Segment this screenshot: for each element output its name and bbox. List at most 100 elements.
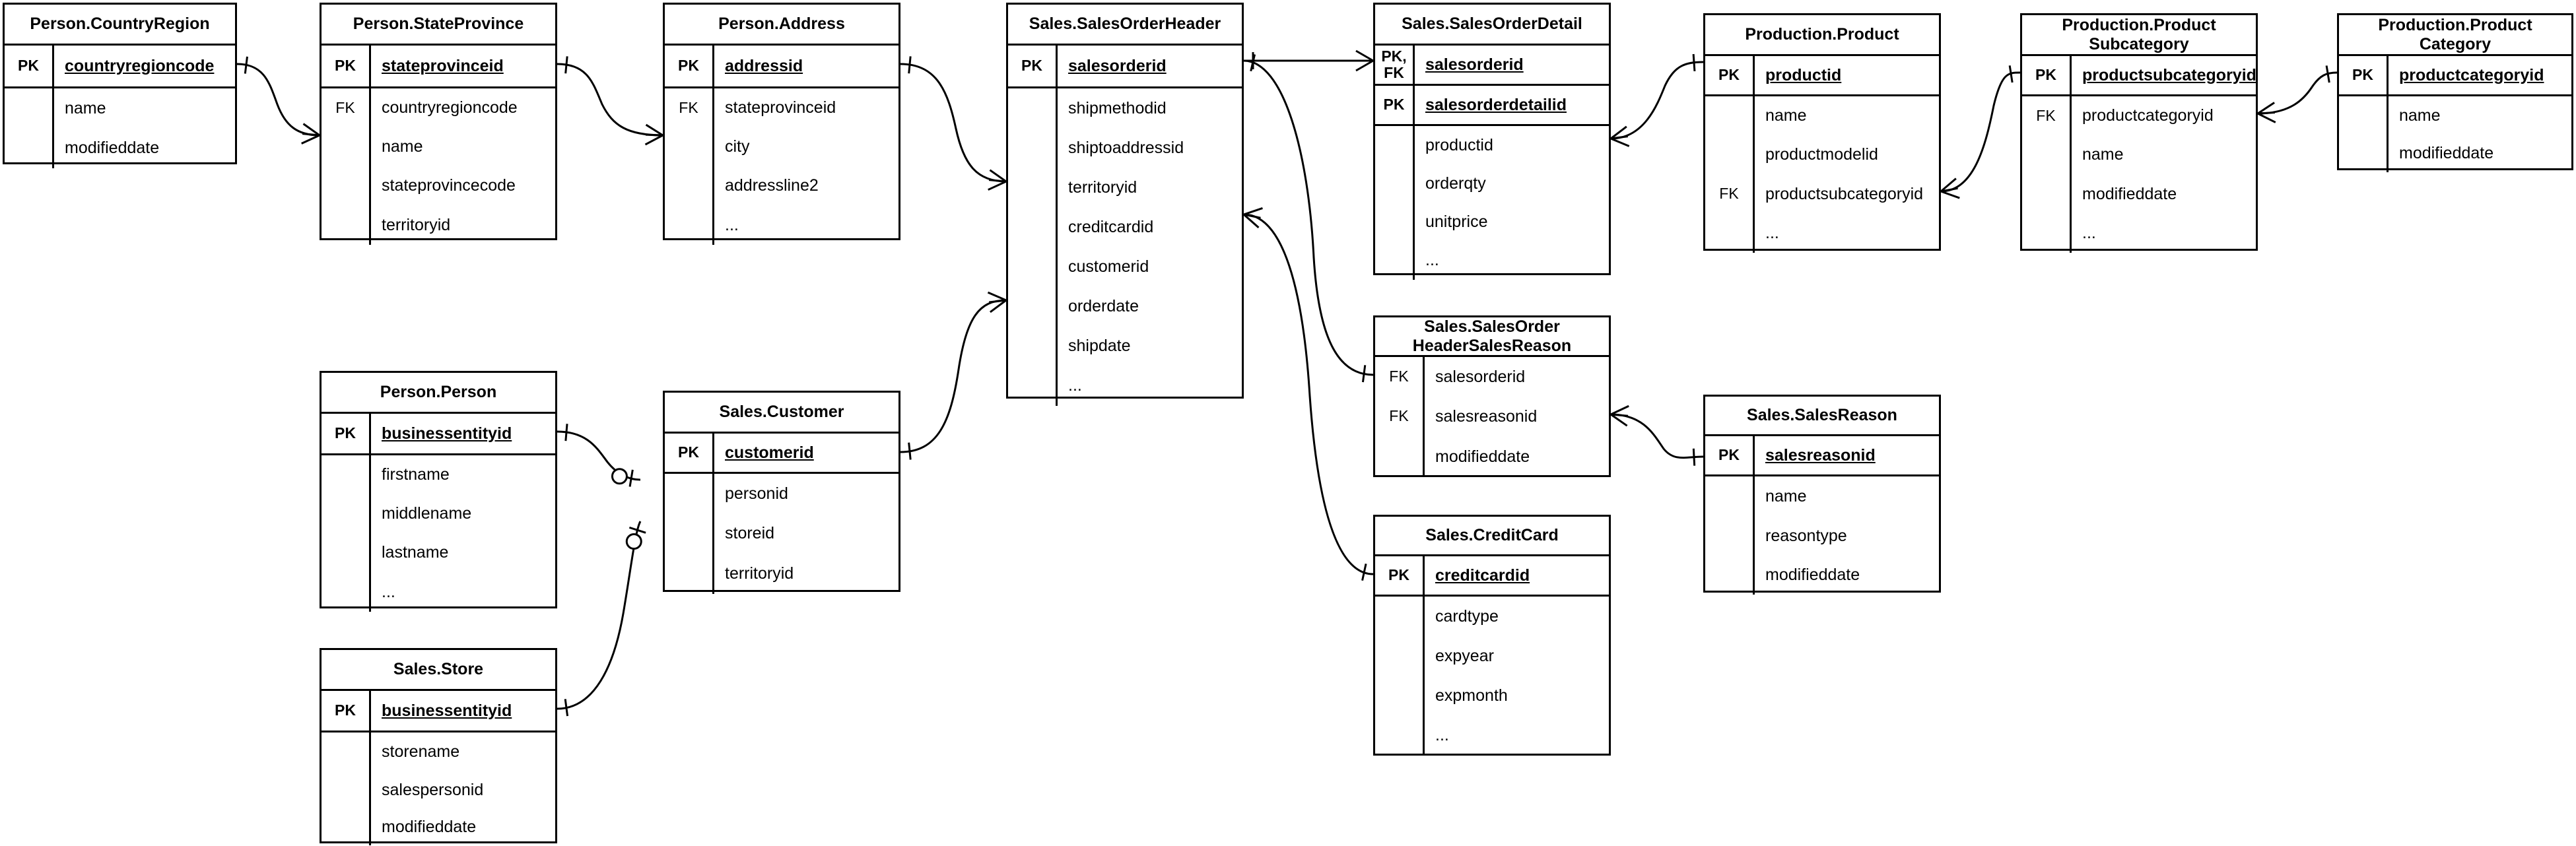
attribute-row[interactable]: ... xyxy=(1375,715,1609,755)
key-badge xyxy=(1375,164,1415,203)
attribute-row[interactable]: storename xyxy=(322,732,555,771)
attribute-row[interactable]: salespersonid xyxy=(322,771,555,809)
attribute-row[interactable]: name xyxy=(1705,96,1939,135)
attribute-row[interactable]: city xyxy=(665,127,898,166)
attribute-row[interactable]: ... xyxy=(1375,241,1609,280)
attribute-name: unitprice xyxy=(1425,212,1488,231)
attribute-row[interactable]: unitprice xyxy=(1375,203,1609,241)
attribute-row[interactable]: storeid xyxy=(665,513,898,553)
attribute-row[interactable]: productid xyxy=(1375,126,1609,164)
attribute-row[interactable]: territoryid xyxy=(1008,168,1242,207)
attribute-row[interactable]: expmonth xyxy=(1375,676,1609,715)
attribute-row[interactable]: modifieddate xyxy=(5,128,235,168)
attribute-row[interactable]: modifieddate xyxy=(2022,174,2256,214)
attribute-row[interactable]: modifieddate xyxy=(1705,556,1939,595)
attribute-name: salesorderid xyxy=(1435,367,1526,386)
entity-title: Sales.SalesOrderDetail xyxy=(1375,5,1609,46)
attribute-row[interactable]: orderdate xyxy=(1008,286,1242,326)
attribute-name: shipmethodid xyxy=(1068,98,1167,117)
attribute-row[interactable]: ... xyxy=(2022,214,2256,253)
attribute-row[interactable]: territoryid xyxy=(322,205,555,245)
attribute-name: orderqty xyxy=(1425,174,1486,193)
attribute-row[interactable]: ... xyxy=(1705,214,1939,253)
attribute-row[interactable]: modifieddate xyxy=(1375,436,1609,477)
attribute-row[interactable]: customerid xyxy=(1008,247,1242,286)
rel-stateprovince-address-source-cardinality xyxy=(564,56,568,74)
attribute-row[interactable]: name xyxy=(1705,476,1939,516)
attribute-row[interactable]: name xyxy=(322,127,555,166)
attribute-row[interactable]: cardtype xyxy=(1375,597,1609,636)
attribute-row[interactable]: name xyxy=(2022,135,2256,174)
rel-salesorderdetail-product-source-cardinality xyxy=(1610,125,1630,147)
attribute-row[interactable]: modifieddate xyxy=(322,809,555,845)
attribute-row[interactable]: addressline2 xyxy=(665,166,898,205)
key-badge: PK xyxy=(1375,556,1425,595)
attribute-row[interactable]: name xyxy=(2339,96,2571,135)
attribute-row[interactable]: expyear xyxy=(1375,636,1609,676)
attribute-row[interactable]: ... xyxy=(1008,366,1242,406)
attribute-row[interactable]: stateprovincecode xyxy=(322,166,555,205)
rel-productsubcategory-productcategory-target-cardinality xyxy=(2325,65,2330,83)
attribute-row[interactable]: territoryid xyxy=(665,553,898,594)
attribute-row[interactable]: personid xyxy=(665,474,898,513)
attribute-name: productcategoryid xyxy=(2082,106,2214,125)
entity-title: Sales.Store xyxy=(322,650,555,691)
attribute-row[interactable]: creditcardid xyxy=(1008,207,1242,247)
attribute-row[interactable]: modifieddate xyxy=(2339,135,2571,172)
attribute-row[interactable]: firstname xyxy=(322,455,555,494)
attribute-row[interactable]: reasontype xyxy=(1705,516,1939,556)
attribute-row[interactable]: lastname xyxy=(322,533,555,572)
attribute-row[interactable]: shiptoaddressid xyxy=(1008,128,1242,168)
attribute-name: modifieddate xyxy=(1765,566,1860,584)
attribute-row[interactable]: shipdate xyxy=(1008,326,1242,366)
key-badge xyxy=(322,572,371,612)
attribute-row[interactable]: ... xyxy=(322,572,555,612)
entity-title: Production.Product Subcategory xyxy=(2022,15,2256,56)
key-badge: FK xyxy=(1705,174,1755,214)
attribute-row[interactable]: productmodelid xyxy=(1705,135,1939,174)
attribute-row[interactable]: shipmethodid xyxy=(1008,88,1242,128)
attribute-row[interactable]: middlename xyxy=(322,494,555,533)
attribute-row[interactable]: orderqty xyxy=(1375,164,1609,203)
attribute-row[interactable]: name xyxy=(5,88,235,128)
key-badge xyxy=(1008,207,1058,247)
key-badge xyxy=(322,771,371,809)
rel-salesorderheader-soh-salesreason-source-cardinality xyxy=(1250,54,1256,72)
attribute-row[interactable]: ... xyxy=(665,205,898,245)
